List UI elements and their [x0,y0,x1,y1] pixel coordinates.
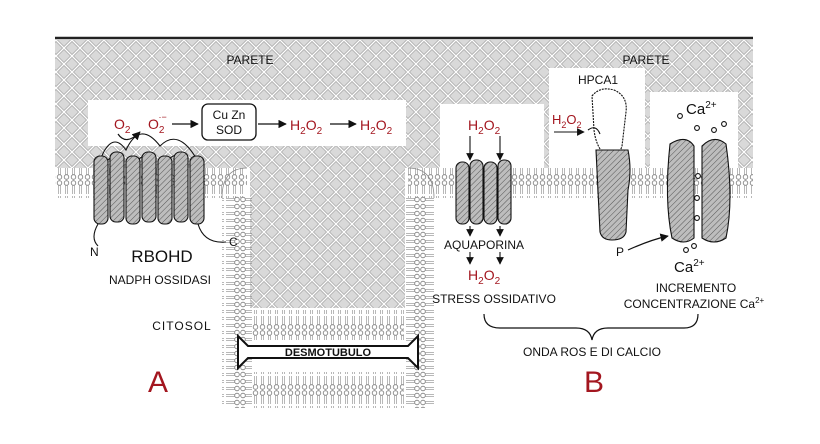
h2o2-label-1: H2O2 [290,117,323,137]
cytosol-label: CITOSOL [152,319,211,333]
wall-label-left: PARETE [226,53,273,67]
aquaporin: H2O2 [455,117,512,265]
n-terminus: N [90,245,99,259]
panel-a-letter: A [148,366,168,399]
superoxide-label: O2·− [148,112,167,136]
rbohd-protein [93,133,227,247]
ros-pathway-a: O2 O2·− Cu Zn SOD H2O2 H2O2 [114,103,393,141]
cell-wall [55,36,753,308]
stress-label: STRESS OSSIDATIVO [432,292,556,306]
calcium-channel [666,113,731,253]
sod-line2: SOD [216,123,242,137]
aquaporin-label: AQUAPORINA [444,238,524,252]
h2o2-hpca1: H2O2 [552,112,582,130]
wave-label: ONDA ROS E DI CALCIO [523,345,661,359]
phosphate-label: P [616,245,624,259]
c-terminus: C [229,235,238,249]
hpca1-label: HPCA1 [578,73,618,87]
increase-line2: CONCENTRAZIONE Ca2+ [624,296,765,311]
h2o2-aquaporin-in: H2O2 [468,117,501,137]
desmotubule: DESMOTUBULO [237,333,419,371]
rbohd-label: RBOHD [131,247,192,266]
nadph-label: NADPH OSSIDASI [109,273,211,287]
wave-bracket [483,313,699,341]
p-arrow [627,233,669,251]
ca-outside-label: Ca2+ [686,100,717,118]
ca-inside-label: Ca2+ [674,258,705,276]
h2o2-label-2: H2O2 [360,117,393,137]
o2-to-superoxide-arrow [117,131,141,141]
panel-b-letter: B [584,366,604,399]
desmotubule-label: DESMOTUBULO [285,347,372,359]
sod-box [201,103,257,141]
hpca1-receptor [554,88,631,241]
o2-label: O2 [114,116,131,136]
increase-line1: INCREMENTO [656,281,736,295]
wall-label-right: PARETE [622,53,669,67]
sod-line1: Cu Zn [213,108,246,122]
h2o2-aquaporin-out: H2O2 [468,267,501,287]
